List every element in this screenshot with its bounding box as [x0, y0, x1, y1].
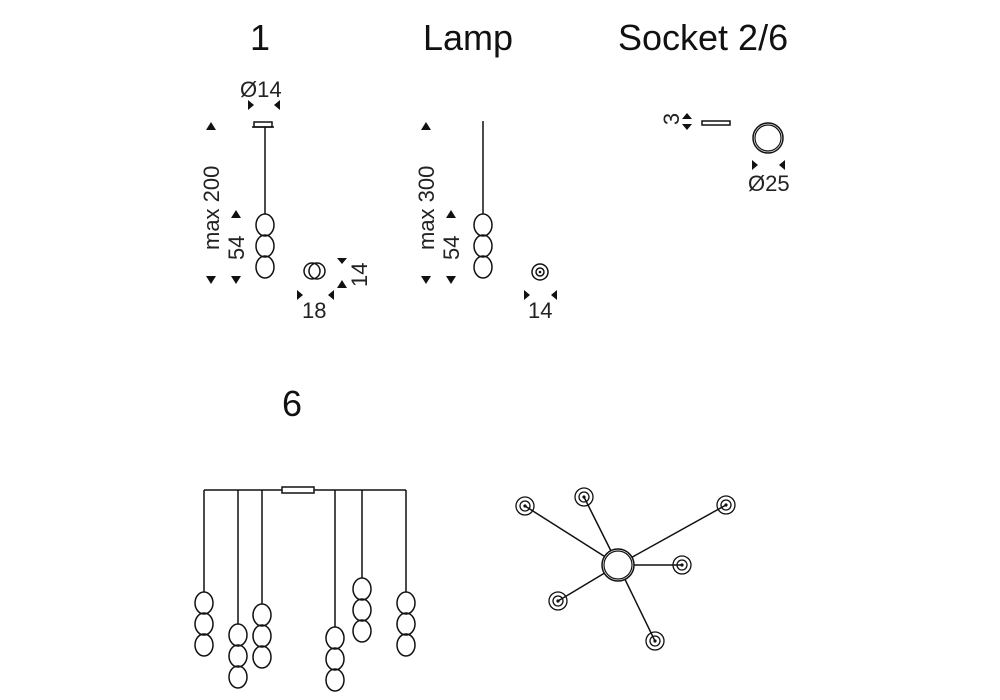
single-top-width-label: 18	[302, 298, 326, 323]
canopy-icon	[281, 486, 315, 494]
bead-lamp-icon	[325, 626, 345, 692]
central-canopy-icon	[601, 548, 635, 582]
single-diameter-label: Ø14	[240, 77, 282, 102]
arrow-icon	[274, 100, 280, 110]
socket-icon	[645, 631, 665, 651]
single-height-label: max 200	[199, 166, 224, 250]
single-top-depth-label: 14	[347, 263, 372, 287]
lamp-drawing: max 300 54 14	[414, 121, 557, 323]
socket-drawing: 3 Ø25	[659, 113, 790, 196]
socket-top-icon	[752, 122, 784, 154]
title-six: 6	[282, 383, 303, 424]
bead-lamp-icon	[228, 623, 248, 689]
single-lamp-height-label: 54	[224, 236, 249, 260]
title-socket: Socket 2/6	[618, 17, 789, 58]
bead-lamp-icon	[194, 591, 214, 657]
bead-lamp-icon	[396, 591, 416, 657]
title-single: 1	[250, 17, 271, 58]
title-lamp: Lamp	[423, 17, 514, 58]
single-pendant-drawing: Ø14 max 200 54 14 18	[199, 77, 372, 323]
socket-icon	[716, 495, 736, 515]
socket-thickness-label: 3	[659, 113, 684, 125]
six-pendant-drawing	[194, 486, 416, 692]
bead-lamp-icon	[352, 577, 372, 643]
bead-lamp-icon	[252, 603, 272, 669]
socket-diameter-label: Ø25	[748, 171, 790, 196]
bead-lamp-icon	[255, 213, 275, 279]
top-view-icon	[303, 262, 321, 280]
socket-side-icon	[701, 120, 731, 126]
arrow-icon	[248, 100, 254, 110]
socket-icon	[515, 496, 535, 516]
six-top-view-drawing	[515, 487, 736, 651]
lamp-lamp-height-label: 54	[439, 236, 464, 260]
lamp-height-label: max 300	[414, 166, 439, 250]
top-view-icon	[531, 263, 549, 281]
bead-lamp-icon	[473, 213, 493, 279]
lamp-width-label: 14	[528, 298, 552, 323]
socket-icon	[574, 487, 594, 507]
socket-icon	[548, 591, 568, 611]
